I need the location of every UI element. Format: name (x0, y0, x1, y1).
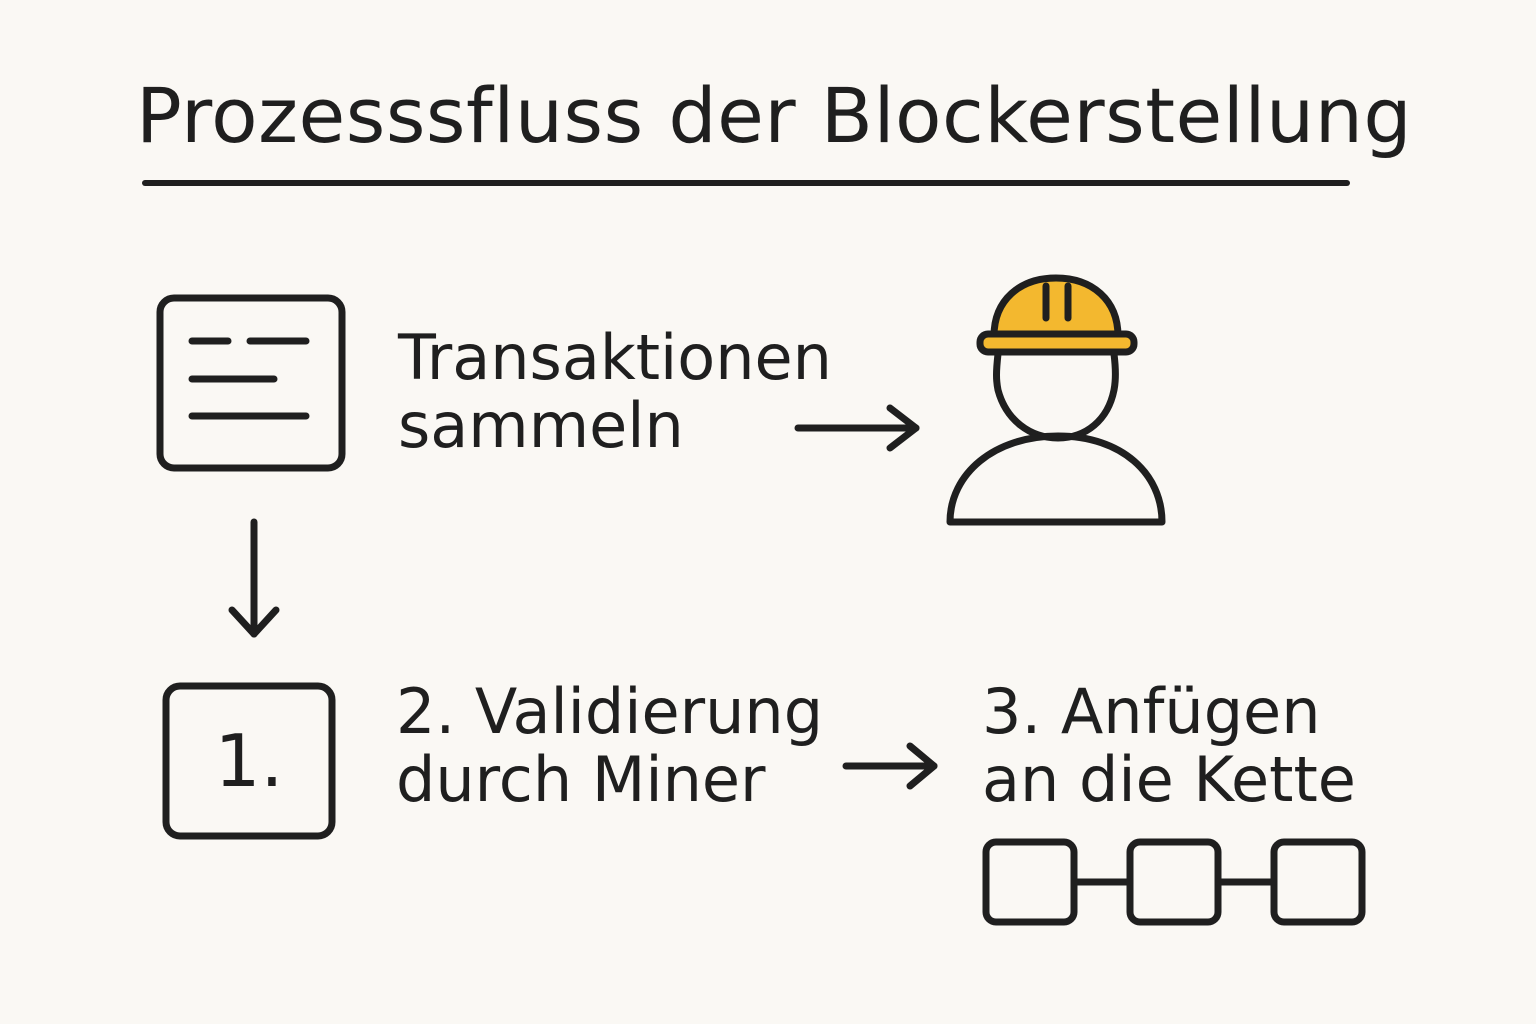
collect-label-line2: sammeln (398, 389, 684, 462)
diagram-title: Prozesssfluss der Blockerstellung (136, 71, 1413, 160)
miner-hardhat-icon (946, 274, 1166, 526)
collect-label: Transaktionen sammeln (398, 324, 832, 460)
collect-label-line1: Transaktionen (398, 321, 832, 394)
arrow-down-icon (228, 518, 280, 638)
document-list-icon (156, 294, 346, 472)
append-label-line2: an die Kette (982, 743, 1356, 816)
step-number: 1. (214, 719, 284, 803)
validate-label-line1: 2. Validierung (396, 675, 824, 748)
validate-label: 2. Validierung durch Miner (396, 678, 823, 814)
step-number-box (162, 682, 336, 840)
validate-label-line2: durch Miner (396, 743, 766, 816)
arrow-right-icon-2 (842, 742, 938, 790)
arrow-right-icon (794, 404, 920, 452)
append-label-line1: 3. Anfügen (982, 675, 1321, 748)
append-label: 3. Anfügen an die Kette (982, 678, 1356, 814)
title-underline (142, 180, 1350, 186)
chain-blocks-icon (982, 838, 1366, 926)
